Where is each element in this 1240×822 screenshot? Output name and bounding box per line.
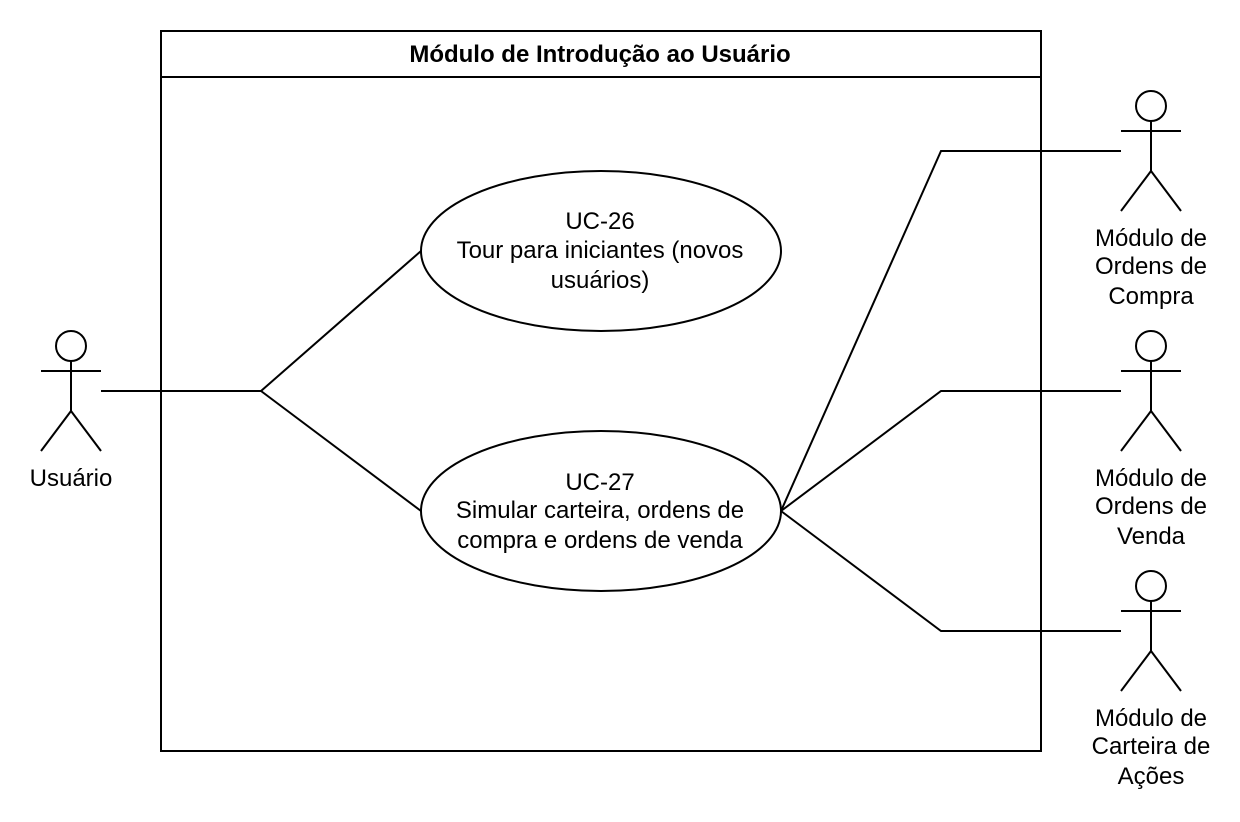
actor-label-line: Ordens de [1095,493,1207,520]
actor-usuario[interactable]: Usuário [30,330,113,492]
use-case-id: UC-26 [565,208,634,235]
stick-figure-icon [1120,330,1182,452]
use-case-label-line: compra e ordens de venda [457,527,743,554]
association-uc27-carteira-acoes [780,510,1121,632]
stick-figure-icon [1120,90,1182,212]
actor-label-line: Venda [1117,523,1186,550]
association-uc27-ordens-compra [780,150,1121,512]
system-title: Módulo de Introdução ao Usuário [409,41,790,68]
actor-label-line: Módulo de [1095,705,1207,732]
associations [101,150,1121,632]
use-case-label-line: Tour para iniciantes (novos [457,237,744,264]
actor-ordens-venda[interactable]: Módulo de Ordens de Venda [1095,330,1207,550]
association-usuario-uc27 [260,390,422,512]
stick-figure-icon [1120,570,1182,692]
actor-label-line: Módulo de [1095,465,1207,492]
actor-ordens-compra[interactable]: Módulo de Ordens de Compra [1095,90,1207,310]
use-case-uc-26[interactable]: UC-26 Tour para iniciantes (novos usuári… [420,170,782,332]
stick-figure-icon [40,330,102,452]
association-uc27-ordens-venda [780,390,1121,512]
use-case-label-line: Simular carteira, ordens de [456,497,744,524]
use-case-id: UC-27 [565,469,634,496]
actor-label-line: Compra [1108,283,1194,310]
association-usuario-uc26 [260,250,422,392]
use-case-label-line: usuários) [551,267,650,294]
actor-label-line: Módulo de [1095,225,1207,252]
use-case-uc-27[interactable]: UC-27 Simular carteira, ordens de compra… [420,430,782,592]
actor-label-line: Usuário [30,465,113,492]
system-boundary: Módulo de Introdução ao Usuário [160,30,1042,752]
actor-carteira-acoes[interactable]: Módulo de Carteira de Ações [1092,570,1211,790]
actor-label-line: Ordens de [1095,253,1207,280]
actor-label-line: Carteira de [1092,733,1211,760]
actor-label-line: Ações [1118,763,1185,790]
